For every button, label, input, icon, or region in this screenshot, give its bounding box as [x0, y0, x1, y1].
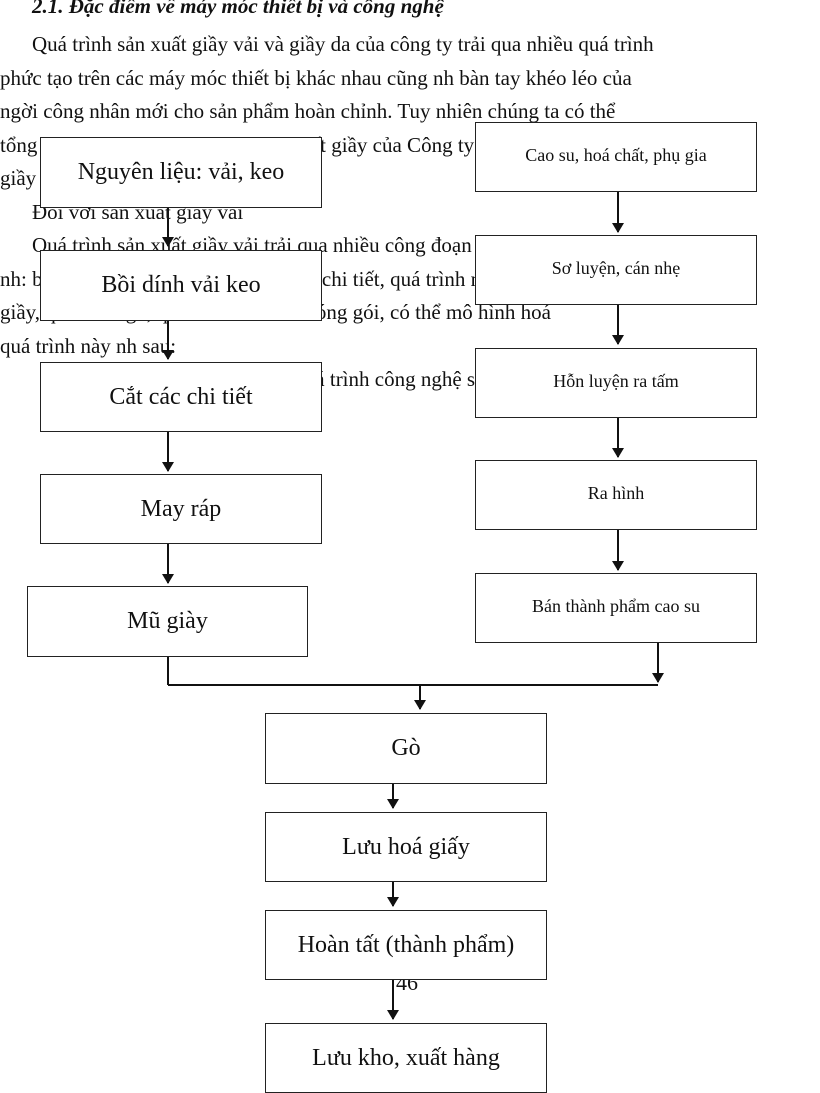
body-line: phức tạo trên các máy móc thiết bị khác …	[0, 65, 632, 90]
flow-step-rubber-chemicals: Cao su, hoá chất, phụ gia	[475, 122, 757, 192]
flow-step-compounding: Hỗn luyện ra tấm	[475, 348, 757, 418]
flow-step-shaping: Ra hình	[475, 460, 757, 530]
flow-step-cutting: Cắt các chi tiết	[40, 362, 322, 432]
body-line: giầy	[0, 166, 37, 190]
flow-step-pre-mixing: Sơ luyện, cán nhẹ	[475, 235, 757, 305]
body-line: quá trình này nh sau:	[0, 333, 177, 358]
flow-step-finishing: Hoàn tất (thành phẩm)	[265, 910, 547, 980]
flow-step-semi-finished-rubber: Bán thành phẩm cao su	[475, 573, 757, 643]
section-heading: 2.1. Đặc điểm về máy móc thiết bị và côn…	[32, 0, 444, 18]
flow-step-warehouse: Lưu kho, xuất hàng	[265, 1023, 547, 1093]
flow-step-raw-materials: Nguyên liệu: vải, keo	[40, 137, 322, 208]
flow-step-vulcanizing: Lưu hoá giấy	[265, 812, 547, 882]
body-line: Quá trình sản xuất giầy vải và giầy da c…	[32, 32, 654, 56]
flow-step-bonding: Bồi dính vải keo	[40, 250, 322, 321]
body-line: ngời công nhân mới cho sản phẩm hoàn chỉ…	[0, 99, 616, 123]
flow-step-sewing: May ráp	[40, 474, 322, 544]
flow-step-lasting: Gò	[265, 713, 547, 784]
flow-step-shoe-upper: Mũ giày	[27, 586, 308, 657]
